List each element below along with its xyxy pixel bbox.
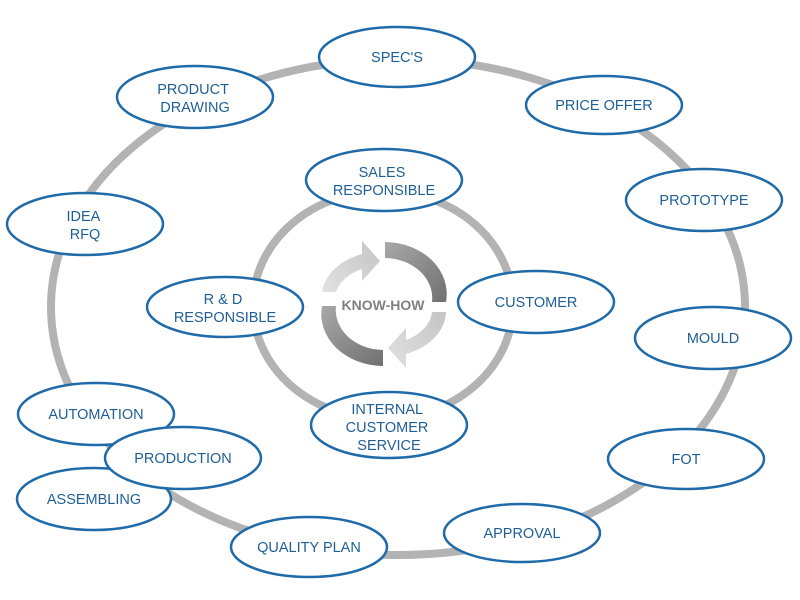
svg-text:INTERNAL CUSTOMER: INTERNAL CUSTOMER SERVICE <box>346 402 433 454</box>
svg-text:PRICE OFFER: PRICE OFFER <box>555 98 652 114</box>
node-rd-responsible[interactable]: R & D RESPONSIBLE <box>145 275 305 339</box>
svg-text:PROTOTYPE: PROTOTYPE <box>659 193 748 209</box>
node-label-line-2: RESPONSIBLE <box>333 183 436 199</box>
node-label: APPROVAL <box>483 526 560 542</box>
node-price-offer[interactable]: PRICE OFFER <box>524 74 684 136</box>
node-label-line-1: INTERNAL <box>351 402 423 418</box>
node-label: QUALITY PLAN <box>257 540 361 556</box>
node-label-line-3: SERVICE <box>357 438 421 454</box>
right-cycle-arrow <box>385 242 447 302</box>
node-mould[interactable]: MOULD <box>633 305 793 371</box>
node-label: PRODUCTION <box>134 451 231 467</box>
node-production[interactable]: PRODUCTION <box>103 425 263 491</box>
node-sales-responsible[interactable]: SALES RESPONSIBLE <box>304 147 464 213</box>
node-idea-rfq[interactable]: IDEA RFQ <box>5 191 165 257</box>
node-label-line-2: RFQ <box>70 227 101 243</box>
svg-text:SPEC'S: SPEC'S <box>371 50 423 66</box>
node-label-line-1: R & D <box>204 292 243 308</box>
svg-text:R & D RESPONSIBLE: R & D RESPONSIBLE <box>174 292 277 326</box>
node-label: PROTOTYPE <box>659 193 748 209</box>
svg-text:QUALITY PLAN: QUALITY PLAN <box>257 540 361 556</box>
node-label: CUSTOMER <box>495 295 578 311</box>
svg-text:PRODUCT DRAWING: PRODUCT DRAWING <box>157 82 232 116</box>
upper-cycle-arrow <box>322 241 380 292</box>
node-customer[interactable]: CUSTOMER <box>456 269 616 335</box>
cycle-arrows-icon <box>321 241 447 368</box>
center-label: KNOW-HOW <box>342 297 426 313</box>
node-product-drawing[interactable]: PRODUCT DRAWING <box>115 64 275 130</box>
node-approval[interactable]: APPROVAL <box>442 502 602 564</box>
svg-text:MOULD: MOULD <box>687 331 739 347</box>
svg-text:APPROVAL: APPROVAL <box>483 526 560 542</box>
svg-text:CUSTOMER: CUSTOMER <box>495 295 578 311</box>
node-automation[interactable]: AUTOMATION <box>16 381 176 447</box>
svg-text:SALES RESPONSIBLE: SALES RESPONSIBLE <box>333 165 436 199</box>
svg-text:AUTOMATION: AUTOMATION <box>48 407 143 423</box>
node-label: FOT <box>672 452 701 468</box>
node-spec[interactable]: SPEC'S <box>317 25 477 89</box>
node-label-line-1: PRODUCT <box>157 82 229 98</box>
node-label: AUTOMATION <box>48 407 143 423</box>
svg-text:IDEA RFQ: IDEA RFQ <box>66 209 103 243</box>
node-label: PRICE OFFER <box>555 98 652 114</box>
node-label-line-1: SALES <box>359 165 406 181</box>
node-label: MOULD <box>687 331 739 347</box>
node-label-line-1: IDEA <box>66 209 100 225</box>
left-cycle-arrow <box>321 306 383 366</box>
node-label-line-2: DRAWING <box>160 100 230 116</box>
node-fot[interactable]: FOT <box>606 427 766 491</box>
svg-text:FOT: FOT <box>672 452 701 468</box>
lower-cycle-arrow <box>388 312 446 368</box>
node-label: ASSEMBLING <box>47 492 141 508</box>
svg-text:ASSEMBLING: ASSEMBLING <box>47 492 141 508</box>
node-assembling[interactable]: ASSEMBLING <box>15 466 173 532</box>
node-internal-customer-service[interactable]: INTERNAL CUSTOMER SERVICE <box>309 390 469 460</box>
svg-text:PRODUCTION: PRODUCTION <box>134 451 231 467</box>
node-label: SPEC'S <box>371 50 423 66</box>
node-prototype[interactable]: PROTOTYPE <box>624 167 784 233</box>
node-quality-plan[interactable]: QUALITY PLAN <box>229 515 389 579</box>
node-label-line-2: CUSTOMER <box>346 420 429 436</box>
node-label-line-2: RESPONSIBLE <box>174 310 277 326</box>
